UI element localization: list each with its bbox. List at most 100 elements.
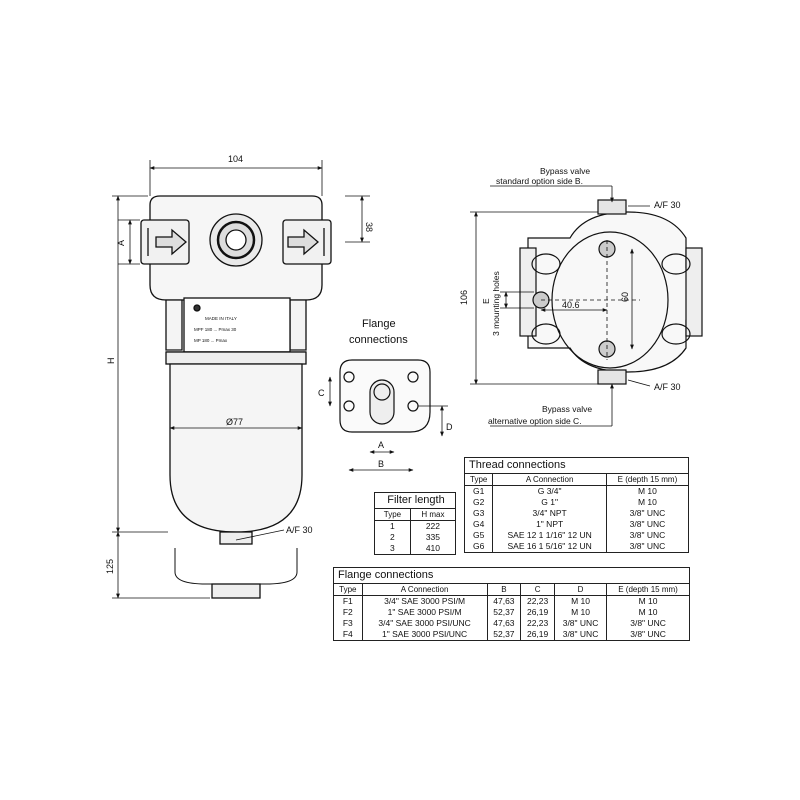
cell: 3: [374, 543, 411, 555]
inlet-flow-arrow: [155, 228, 187, 256]
cell: 22,23: [520, 595, 555, 607]
cell: M 10: [553, 595, 608, 607]
cell: G 1": [492, 497, 607, 508]
flange-dim-d: D: [446, 422, 453, 432]
cell: 410: [409, 543, 457, 555]
cell: F3: [333, 618, 363, 629]
dim-38: 38: [364, 222, 374, 232]
dim-bottom: 125: [105, 559, 115, 574]
flange-header-connection: A Connection: [361, 583, 488, 596]
cell: M 10: [606, 595, 690, 607]
cell: 26,19: [520, 629, 555, 641]
cell: 3/8" UNC: [605, 530, 690, 541]
thread-table-title: Thread connections: [464, 457, 689, 474]
cell: 1" SAE 3000 PSI/M: [361, 607, 488, 618]
af-top: A/F 30: [654, 200, 681, 210]
cell: SAE 12 1 1/16" 12 UN: [492, 530, 607, 541]
flange-bolt-hole: [343, 371, 355, 383]
dim-height: H: [106, 358, 116, 365]
cell: G 3/4": [492, 485, 607, 497]
label-plate-text: MADE IN ITALY MPF 180 ... Pmax 30 MP 180…: [194, 316, 237, 343]
cell: 26,19: [520, 607, 555, 618]
cell: F1: [333, 595, 363, 607]
side-view-dimensions: [112, 160, 370, 599]
cell: M 10: [553, 607, 608, 618]
drain-plug: [219, 531, 253, 545]
dim-width: 104: [228, 154, 243, 164]
flange-table-title: Flange connections: [333, 567, 690, 584]
cell: 1" SAE 3000 PSI/UNC: [361, 629, 488, 641]
filter-side-view: [140, 195, 332, 599]
cell: G6: [463, 541, 494, 553]
flange-header-d: D: [553, 583, 608, 596]
cell: 52,37: [486, 629, 522, 641]
dim-106: 106: [459, 290, 469, 305]
thread-header-e: E (depth 15 mm): [605, 473, 690, 486]
top-view-dimensions: [470, 185, 651, 427]
flange-view: [339, 359, 431, 433]
label-plate: [183, 297, 291, 353]
cell: 3/8" UNC: [553, 618, 608, 629]
flange-header-e: E (depth 15 mm): [606, 583, 690, 596]
cell: 3/8" UNC: [605, 541, 690, 553]
bypass-alt-line-2: alternative option side C.: [488, 416, 582, 426]
flange-dim-c: C: [318, 388, 325, 398]
cell: 1" NPT: [492, 519, 607, 530]
cell: 3/4" NPT: [492, 508, 607, 519]
cell: F4: [333, 629, 363, 641]
cell: 3/4" SAE 3000 PSI/UNC: [361, 618, 488, 629]
flange-dim-b: B: [378, 459, 384, 469]
flange-connections-table: Flange connections Type A Connection B C…: [333, 567, 690, 641]
flange-bolt-hole: [343, 400, 355, 412]
cell: 335: [409, 532, 457, 543]
cell: M 10: [606, 607, 690, 618]
bypass-std-line-2: standard option side B.: [496, 176, 583, 186]
dim-40-6: 40.6: [562, 300, 580, 310]
cell: 3/8" UNC: [605, 519, 690, 530]
cell: F2: [333, 607, 363, 618]
cell: G3: [463, 508, 494, 519]
flange-title-line-2: connections: [349, 334, 408, 346]
flange-header-type: Type: [333, 583, 363, 596]
cell: 52,37: [486, 607, 522, 618]
filter-table-title: Filter length: [374, 492, 456, 509]
bypass-hex-bottom: [597, 369, 627, 385]
dim-inlet: A: [116, 240, 126, 246]
bypass-alt-line-1: Bypass valve: [542, 404, 592, 414]
cell: 3/8" UNC: [606, 629, 690, 641]
flange-header-c: C: [520, 583, 555, 596]
flange-dim-a: A: [378, 440, 384, 450]
cell: 2: [374, 532, 411, 543]
thread-header-type: Type: [463, 473, 494, 486]
flange-bolt-hole: [407, 371, 419, 383]
cell: G4: [463, 519, 494, 530]
thread-connections-table: Thread connections Type A Connection E (…: [463, 457, 690, 553]
removal-space: [174, 548, 298, 585]
dim-60: 60: [620, 292, 630, 302]
bypass-std-line-1: Bypass valve: [540, 166, 590, 176]
cell: G1: [463, 485, 494, 497]
outlet-flow-arrow: [287, 228, 319, 256]
cell: 47,63: [486, 618, 522, 629]
cell: SAE 16 1 5/16" 12 UN: [492, 541, 607, 553]
cell: G5: [463, 530, 494, 541]
cell: M 10: [605, 485, 690, 497]
filter-top-view: [519, 199, 703, 385]
thread-header-connection: A Connection: [492, 473, 607, 486]
cell: 47,63: [486, 595, 522, 607]
plate-line-3: MP 180 ... Pmax: [194, 338, 228, 343]
cell: 3/4" SAE 3000 PSI/M: [361, 595, 488, 607]
bypass-hex-top: [597, 199, 627, 215]
cell: 3/8" UNC: [605, 508, 690, 519]
